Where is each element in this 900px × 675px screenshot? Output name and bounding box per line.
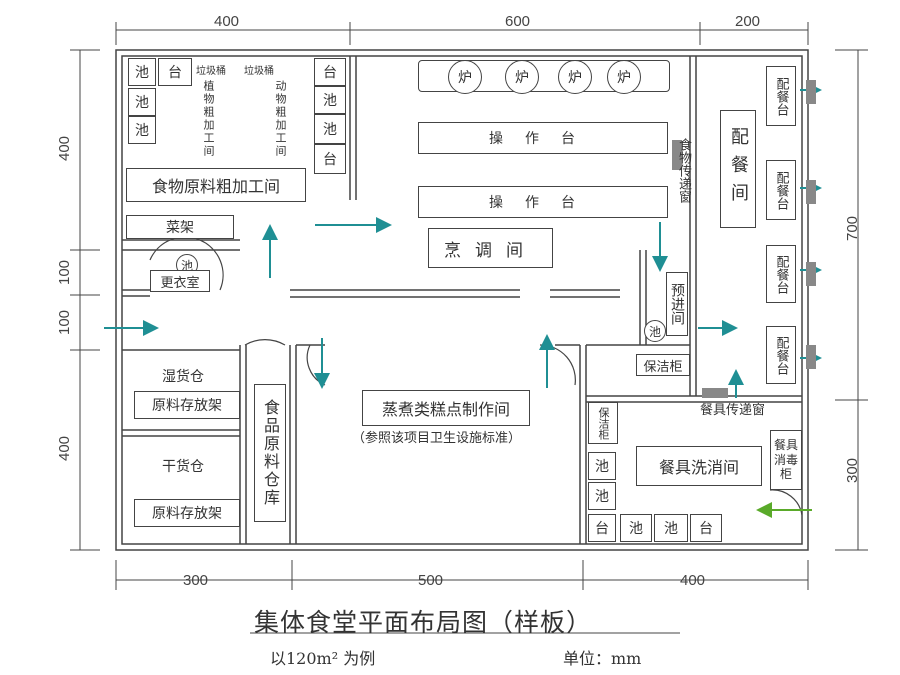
animal-processing-label: 动物粗加工间 xyxy=(274,80,287,158)
material-rack-2: 原料存放架 xyxy=(134,499,240,527)
dry-storage-label: 干货仓 xyxy=(162,459,204,475)
serving-table-4: 配餐台 xyxy=(766,326,796,384)
pool-7: 池 xyxy=(588,482,616,510)
dim-right-2: 300 xyxy=(844,457,862,484)
dim-left-4: 400 xyxy=(56,435,74,462)
window-hatches xyxy=(672,80,816,398)
table-4: 台 xyxy=(588,514,616,542)
operating-counter-2: 操作台 xyxy=(418,186,668,218)
dim-right-1: 700 xyxy=(844,215,862,242)
pool-5: 池 xyxy=(314,114,346,144)
pool-9: 池 xyxy=(654,514,688,542)
dim-top-1: 400 xyxy=(214,13,240,30)
dim-left-1: 400 xyxy=(56,135,74,162)
operating-counter-1: 操作台 xyxy=(418,122,668,154)
serving-table-2: 配餐台 xyxy=(766,160,796,220)
material-rack-1: 原料存放架 xyxy=(134,391,240,419)
dish-disinfect-cabinet: 餐具消毒柜 xyxy=(770,430,802,490)
dish-pass-window-label: 餐具传递窗 xyxy=(700,403,766,418)
pool-4: 池 xyxy=(314,86,346,114)
pastry-room-note: （参照该项目卫生设施标准） xyxy=(352,431,522,446)
clean-cabinet-2: 保洁柜 xyxy=(588,402,618,444)
dim-left-2: 100 xyxy=(56,259,74,286)
dim-bottom-2: 500 xyxy=(418,572,444,589)
page-title: 集体食堂平面布局图（样板） xyxy=(254,608,593,637)
page-subtitle: 以120m² 为例 xyxy=(270,649,376,668)
vegetable-rack: 菜架 xyxy=(126,215,234,239)
dish-wash-room-label: 餐具洗消间 xyxy=(636,446,762,486)
dimension-lines xyxy=(70,22,868,590)
table-2: 台 xyxy=(314,58,346,86)
pool-pre-entry: 池 xyxy=(644,320,666,342)
table-1: 台 xyxy=(158,58,192,86)
serving-table-1: 配餐台 xyxy=(766,66,796,126)
dim-left-3: 100 xyxy=(56,309,74,336)
food-window-label: 食物传递窗 xyxy=(676,138,691,203)
unit-label: 单位：mm xyxy=(563,649,642,668)
dim-top-2: 600 xyxy=(505,13,531,30)
dim-bottom-1: 300 xyxy=(183,572,209,589)
food-warehouse-label: 食品原料仓库 xyxy=(254,384,286,522)
table-3: 台 xyxy=(314,144,346,174)
table-5: 台 xyxy=(690,514,722,542)
rough-processing-room-label: 食物原料粗加工间 xyxy=(126,168,306,202)
serving-table-3: 配餐台 xyxy=(766,245,796,303)
stove-2: 炉 xyxy=(505,60,539,94)
trash-label-2: 垃圾桶 xyxy=(244,66,274,77)
dim-top-3: 200 xyxy=(735,13,761,30)
cooking-room-label: 烹调间 xyxy=(428,228,553,268)
pastry-room-label: 蒸煮类糕点制作间 xyxy=(362,390,530,426)
trash-label-1: 垃圾桶 xyxy=(196,66,226,77)
pool-2: 池 xyxy=(128,88,156,116)
dim-bottom-3: 400 xyxy=(680,572,706,589)
pool-1: 池 xyxy=(128,58,156,86)
stove-1: 炉 xyxy=(448,60,482,94)
flow-arrows xyxy=(104,82,822,398)
wet-storage-label: 湿货仓 xyxy=(162,369,204,385)
walls xyxy=(115,49,809,551)
clean-cabinet-1: 保洁柜 xyxy=(636,354,690,376)
plant-processing-label: 植物粗加工间 xyxy=(202,80,215,158)
pool-8: 池 xyxy=(620,514,652,542)
changing-room-label: 更衣室 xyxy=(150,270,210,292)
pre-entry-room-label: 预进间 xyxy=(666,272,688,336)
pool-6: 池 xyxy=(588,452,616,480)
stove-4: 炉 xyxy=(607,60,641,94)
serving-room-label: 配餐间 xyxy=(720,110,756,228)
pool-3: 池 xyxy=(128,116,156,144)
stove-3: 炉 xyxy=(558,60,592,94)
